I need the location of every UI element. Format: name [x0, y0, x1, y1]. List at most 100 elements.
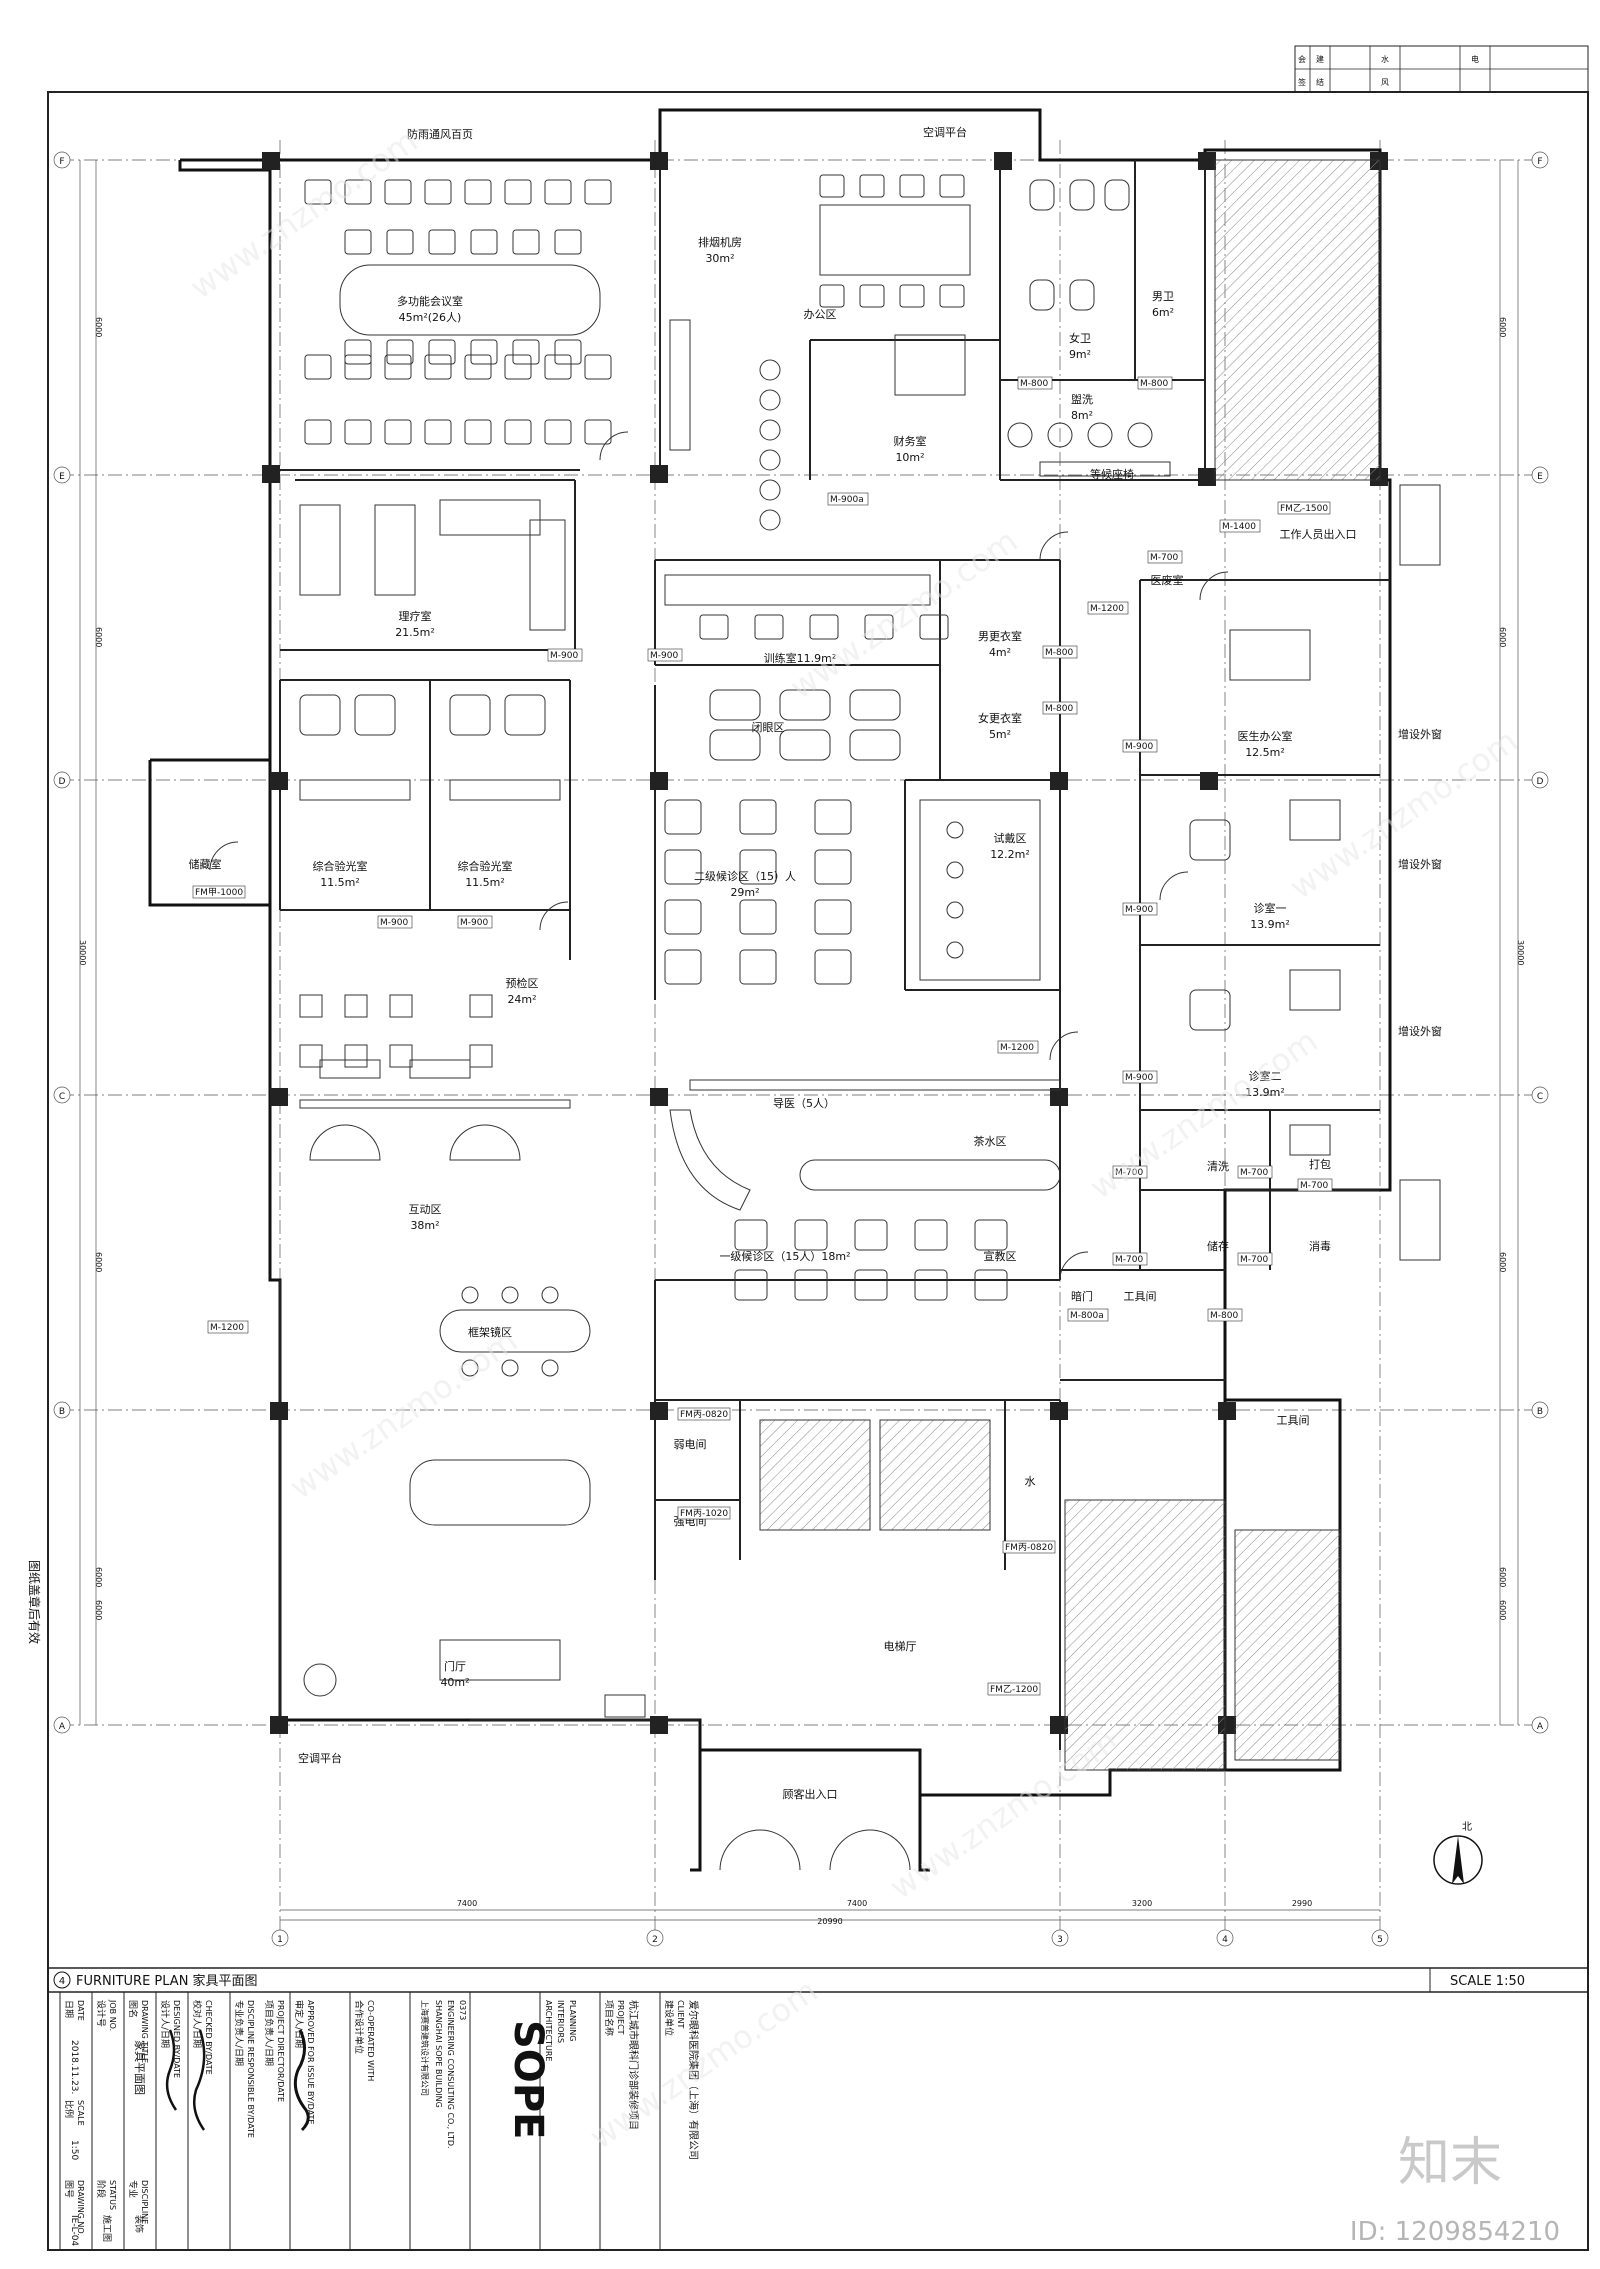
recliner	[849, 689, 901, 721]
room-name: 试戴区	[994, 831, 1027, 845]
dimension-text: 7400	[847, 1899, 867, 1908]
recliner	[849, 729, 901, 761]
watermark-brand: 知末	[1398, 2133, 1502, 2193]
room-name: 门厅	[444, 1659, 466, 1673]
door-tag-box	[647, 648, 683, 662]
dimension-text: 6000	[94, 1600, 103, 1620]
chair	[344, 229, 372, 255]
grid-bubble	[53, 1086, 71, 1104]
chair	[428, 339, 456, 365]
recliner	[779, 689, 831, 721]
dimension-text: 6000	[1498, 627, 1507, 647]
title-block-value: 2018.11.23.	[69, 2040, 79, 2094]
revision-box: 会建水电 签结风	[1294, 45, 1589, 93]
toilet	[1069, 179, 1095, 211]
sink	[1127, 422, 1153, 448]
furniture-layout	[209, 174, 1341, 1871]
stool	[759, 359, 781, 381]
column	[270, 1088, 288, 1106]
grid-label: F	[59, 157, 64, 167]
door-tag-box	[1042, 645, 1078, 659]
room-name: 一级候诊区（15人）18m²	[719, 1249, 850, 1263]
door-tag-box	[1122, 739, 1158, 753]
chair	[344, 994, 368, 1018]
grid-bubble	[271, 1929, 289, 1947]
toilet	[1029, 279, 1055, 311]
sink	[1007, 422, 1033, 448]
room-name: 工具间	[1277, 1414, 1310, 1427]
door-tag-box	[1067, 1308, 1109, 1322]
chair	[464, 419, 492, 445]
column	[650, 1402, 668, 1420]
cabinet	[529, 519, 566, 631]
grid-bubble	[1216, 1929, 1234, 1947]
title-block-label: 比例	[63, 2100, 75, 2118]
chair	[554, 339, 582, 365]
door-tag: M-1400	[1222, 522, 1256, 532]
title-block-label: DISCIPLINE RESPONSIBLE BY/DATE	[246, 2000, 255, 2138]
watermark-id: ID: 1209854210	[1350, 2217, 1560, 2247]
door-tag: M-800a	[1070, 1311, 1104, 1321]
room-area: 12.2m²	[990, 848, 1030, 861]
column	[270, 1402, 288, 1420]
exam-chair	[1189, 819, 1231, 861]
plant	[303, 1663, 337, 1697]
stair-core-north	[1214, 159, 1381, 481]
stool	[946, 821, 964, 839]
exterior-step	[1399, 1179, 1441, 1261]
title-block-value: INTERIORS	[556, 2000, 565, 2043]
dimension-text: 6000	[1498, 1252, 1507, 1272]
grid-label: 2	[652, 1935, 658, 1945]
column	[1050, 1088, 1068, 1106]
title-block-value: ENGINEERING CONSULTING CO., LTD.	[446, 2000, 455, 2149]
room-area: 11.5m²	[465, 876, 505, 889]
stool	[759, 509, 781, 531]
waiting-bench	[1039, 461, 1171, 477]
door-tag: FM甲-1000	[195, 887, 243, 898]
door-swing	[1159, 871, 1189, 901]
stool	[759, 479, 781, 501]
dimension-text: 2990	[1292, 1899, 1312, 1908]
revision-cell: 签	[1298, 77, 1306, 87]
waiting-seat	[739, 799, 777, 835]
title-block-label: SCALE	[76, 2100, 85, 2126]
triage-desk	[409, 1059, 471, 1079]
room-name: 综合验光室	[313, 859, 368, 873]
column	[262, 152, 280, 170]
sink	[1047, 422, 1073, 448]
chair	[384, 419, 412, 445]
door-tag-box	[827, 492, 869, 506]
training-counter	[664, 574, 931, 606]
waiting-seat	[794, 1269, 828, 1301]
stool	[759, 419, 781, 441]
door-tag: M-900	[1125, 742, 1153, 752]
stool	[541, 1359, 559, 1377]
door-tag-box	[1137, 376, 1173, 390]
door-tag-box	[377, 915, 413, 929]
chair	[544, 354, 572, 380]
grid-label: C	[1537, 1092, 1543, 1102]
title-block-value: 装饰	[133, 2215, 145, 2233]
signature	[293, 2029, 310, 2132]
room-name: 储藏室	[189, 857, 222, 871]
sink	[1087, 422, 1113, 448]
title-block-label: CHECKED BY/DATE	[204, 2000, 213, 2075]
column	[270, 772, 288, 790]
stool	[541, 1286, 559, 1304]
door-tag: FM乙-1500	[1280, 503, 1328, 514]
title-block-value: IE-L-04	[69, 2215, 79, 2246]
dimension-text: 3200	[1132, 1899, 1152, 1908]
chair	[428, 229, 456, 255]
title-block-label: 图号	[63, 2180, 74, 2198]
chair	[384, 179, 412, 205]
grid-bubble	[1531, 1401, 1549, 1419]
room-name: 综合验光室	[458, 859, 513, 873]
room-name: 财务室	[894, 434, 927, 448]
door-tag-box	[1237, 1165, 1273, 1179]
chair	[859, 284, 885, 308]
grid-label: E	[59, 472, 65, 482]
svg-text:FURNITURE PLAN 家具平面图: FURNITURE PLAN 家具平面图	[76, 1973, 258, 1989]
chair	[344, 419, 372, 445]
revision-cell: 电	[1471, 54, 1479, 64]
